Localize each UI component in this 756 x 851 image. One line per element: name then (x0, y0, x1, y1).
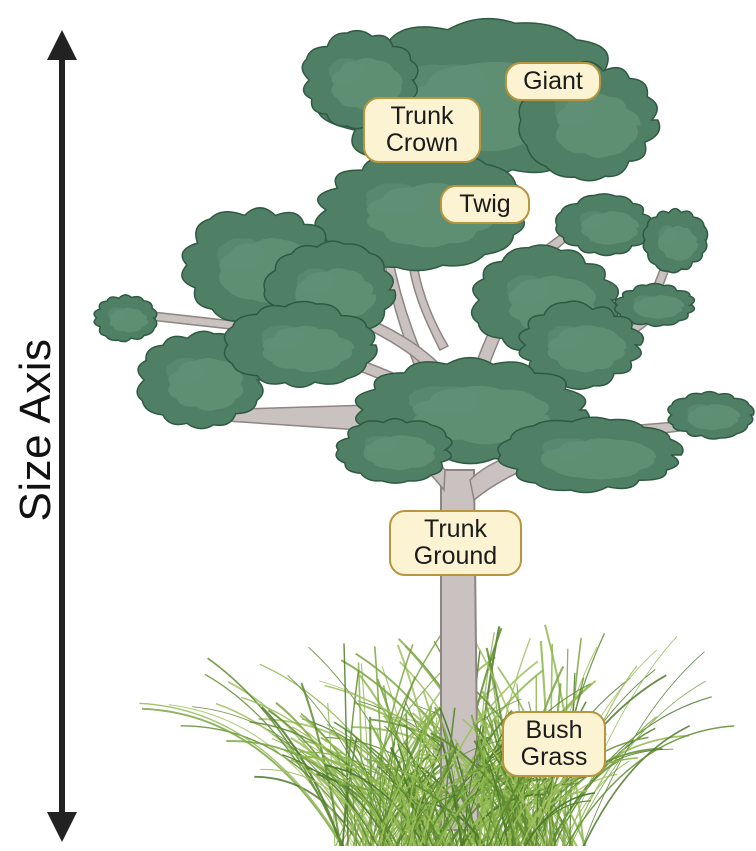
foliage-cluster (556, 194, 652, 256)
foliage-cluster (94, 295, 157, 342)
foliage-cluster (643, 209, 707, 273)
foliage-cluster (498, 417, 683, 492)
label-twig: Twig (440, 185, 530, 224)
foliage-cluster (668, 392, 754, 439)
label-bush-grass: Bush Grass (502, 711, 606, 777)
foliage-cluster (336, 419, 452, 484)
label-trunk-ground: Trunk Ground (389, 510, 522, 576)
label-trunk-crown: Trunk Crown (363, 97, 481, 163)
size-axis-label: Size Axis (11, 338, 61, 521)
tree-foliage (94, 19, 754, 493)
label-giant: Giant (505, 62, 601, 101)
